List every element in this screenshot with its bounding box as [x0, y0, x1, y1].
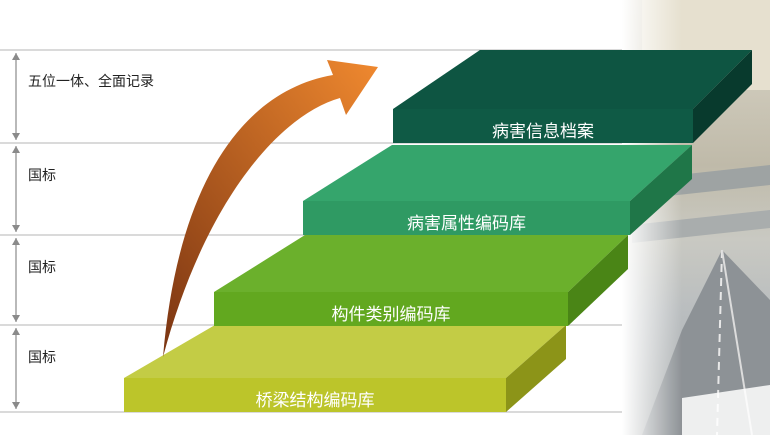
level-range-arrow-down-4	[12, 402, 20, 409]
level-label-4: 国标	[28, 350, 56, 366]
step-label-bridge-structure: 桥梁结构编码库	[255, 391, 375, 411]
level-range-arrow-up-4	[12, 328, 20, 335]
step-label-damage-archive: 病害信息档案	[492, 122, 594, 142]
level-label-3: 国标	[28, 260, 56, 276]
step-label-damage-attribute: 病害属性编码库	[407, 214, 526, 234]
step-top-damage-attribute	[303, 145, 692, 201]
step-front-damage-attribute	[303, 201, 630, 235]
step-top-damage-archive	[393, 50, 752, 109]
level-range-arrow-down-2	[12, 225, 20, 232]
level-label-2: 国标	[28, 168, 56, 184]
step-side-damage-attribute	[630, 145, 692, 235]
level-range-arrow-up-1	[12, 53, 20, 60]
step-side-bridge-structure	[506, 325, 566, 412]
step-top-bridge-structure	[124, 325, 566, 378]
level-range-arrow-down-3	[12, 315, 20, 322]
level-range-arrow-up-3	[12, 238, 20, 245]
step-side-component-category	[568, 235, 628, 326]
step-label-component-category: 构件类别编码库	[331, 305, 451, 325]
growth-arrow	[163, 60, 378, 357]
level-label-1: 五位一体、全面记录	[28, 74, 154, 90]
photo-foreground-glare	[682, 385, 770, 435]
steps	[124, 50, 752, 412]
step-front-component-category	[214, 292, 568, 326]
step-front-bridge-structure	[124, 378, 506, 412]
level-range-arrow-down-1	[12, 133, 20, 140]
step-front-damage-archive	[393, 109, 693, 143]
step-side-damage-archive	[693, 50, 752, 143]
step-top-component-category	[214, 235, 628, 292]
level-range-arrow-up-2	[12, 146, 20, 153]
